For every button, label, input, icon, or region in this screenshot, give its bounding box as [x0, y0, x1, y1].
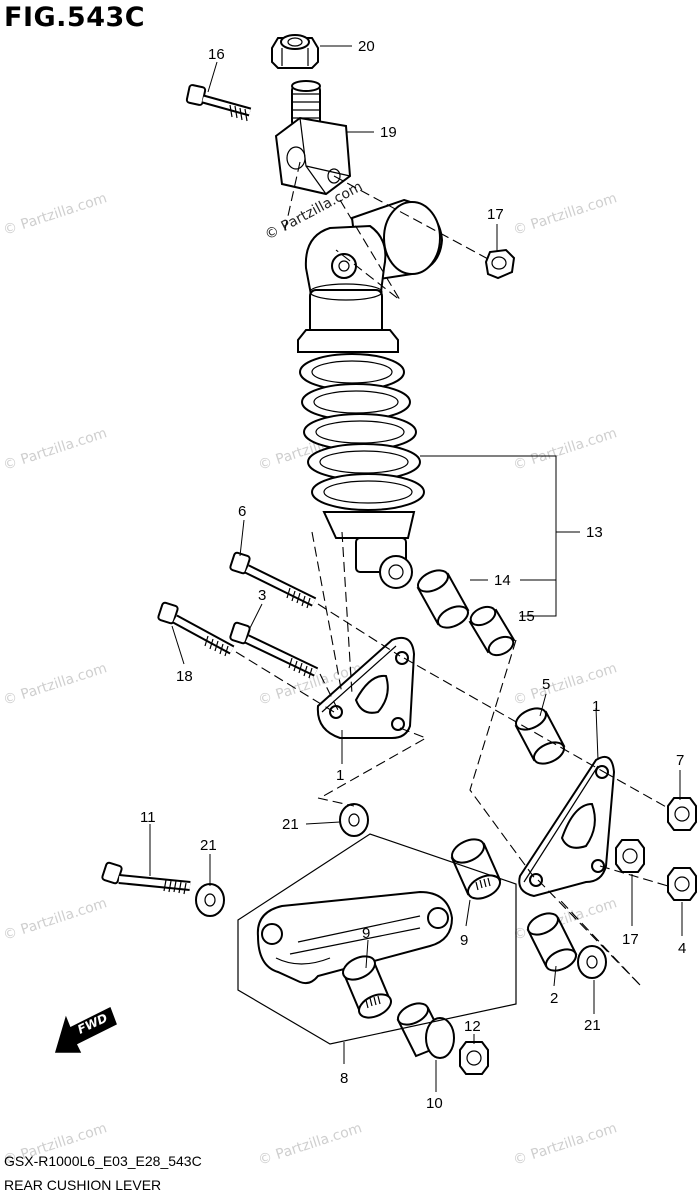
callout-16: 16	[208, 46, 225, 63]
callout-14: 14	[494, 572, 511, 589]
part-9-bearing-lower	[342, 955, 392, 1019]
callout-21-right: 21	[584, 1017, 601, 1034]
part-21-washer-left	[195, 883, 225, 917]
watermark: © Partzilla.com	[1, 895, 109, 944]
part-8-cushion-rod	[256, 890, 454, 985]
leader-lines	[149, 45, 683, 1092]
callout-19: 19	[380, 124, 397, 141]
watermark: © Partzilla.com	[1, 660, 109, 709]
part-19-upper-bracket	[274, 80, 352, 196]
assembly-lines	[235, 161, 669, 986]
callout-3: 3	[258, 587, 266, 604]
part-15-spacer	[468, 605, 516, 657]
part-11-bolt	[101, 861, 191, 895]
callout-5: 5	[542, 676, 550, 693]
callout-9-lower: 9	[362, 925, 370, 942]
callout-15: 15	[518, 608, 535, 625]
part-6-bolt	[229, 551, 317, 609]
callout-2: 2	[550, 990, 558, 1007]
part-1-lever-plate-right	[518, 756, 616, 898]
part-17-nut-lower	[615, 839, 645, 873]
part-12-nut	[459, 1041, 489, 1075]
part-20-nut	[271, 34, 319, 69]
part-1-lever-plate-left	[316, 636, 416, 739]
part-8-outline	[237, 833, 517, 1045]
callout-18: 18	[176, 668, 193, 685]
callout-21-top: 21	[282, 816, 299, 833]
figure-name: REAR CUSHION LEVER	[4, 1177, 162, 1193]
callout-7: 7	[676, 752, 684, 769]
callout-11: 11	[140, 809, 156, 826]
part-16-bolt	[185, 84, 252, 122]
callout-9-upper: 9	[460, 932, 468, 949]
callout-12: 12	[464, 1018, 481, 1035]
figure-title: FIG.543C	[4, 2, 146, 33]
part-10-collar	[396, 1002, 455, 1059]
callout-labels: 20 16 19 17 13 14 15 6 3 18 5 1 1 7 21 1…	[140, 38, 686, 1112]
watermark: © Partzilla.com	[511, 190, 619, 239]
callout-6: 6	[238, 503, 246, 520]
part-21-washer-right	[577, 945, 607, 979]
watermark: © Partzilla.com	[256, 1120, 364, 1169]
callout-21-left: 21	[200, 837, 217, 854]
callout-17-lower: 17	[622, 931, 639, 948]
callout-10: 10	[426, 1095, 443, 1112]
model-code: GSX-R1000L6_E03_E28_543C	[4, 1153, 202, 1169]
part-3-bolt	[229, 621, 319, 679]
callout-1-right: 1	[592, 698, 600, 715]
callout-20: 20	[358, 38, 375, 55]
part-21-washer-top	[339, 803, 369, 837]
part-13-shock-absorber	[297, 198, 444, 589]
callout-4: 4	[678, 940, 686, 957]
watermark: © Partzilla.com	[511, 1120, 619, 1169]
watermark: © Partzilla.com	[1, 425, 109, 474]
part-14-bushing	[416, 569, 470, 629]
watermark: © Partzilla.com	[511, 425, 619, 474]
part-4-nut	[667, 867, 697, 901]
part-9-bearing-upper	[450, 838, 502, 900]
watermark: © Partzilla.com	[511, 660, 619, 709]
callout-13: 13	[586, 524, 603, 541]
fwd-arrow-icon: FWD	[54, 1006, 117, 1053]
callout-8: 8	[340, 1070, 348, 1087]
callout-17: 17	[487, 206, 504, 223]
part-2-spacer	[526, 912, 578, 972]
watermark: © Partzilla.com	[1, 190, 109, 239]
part-18-bolt	[157, 601, 235, 657]
part-7-nut	[667, 797, 697, 831]
part-17-nut-upper	[484, 248, 516, 280]
callout-1-left: 1	[336, 767, 344, 784]
